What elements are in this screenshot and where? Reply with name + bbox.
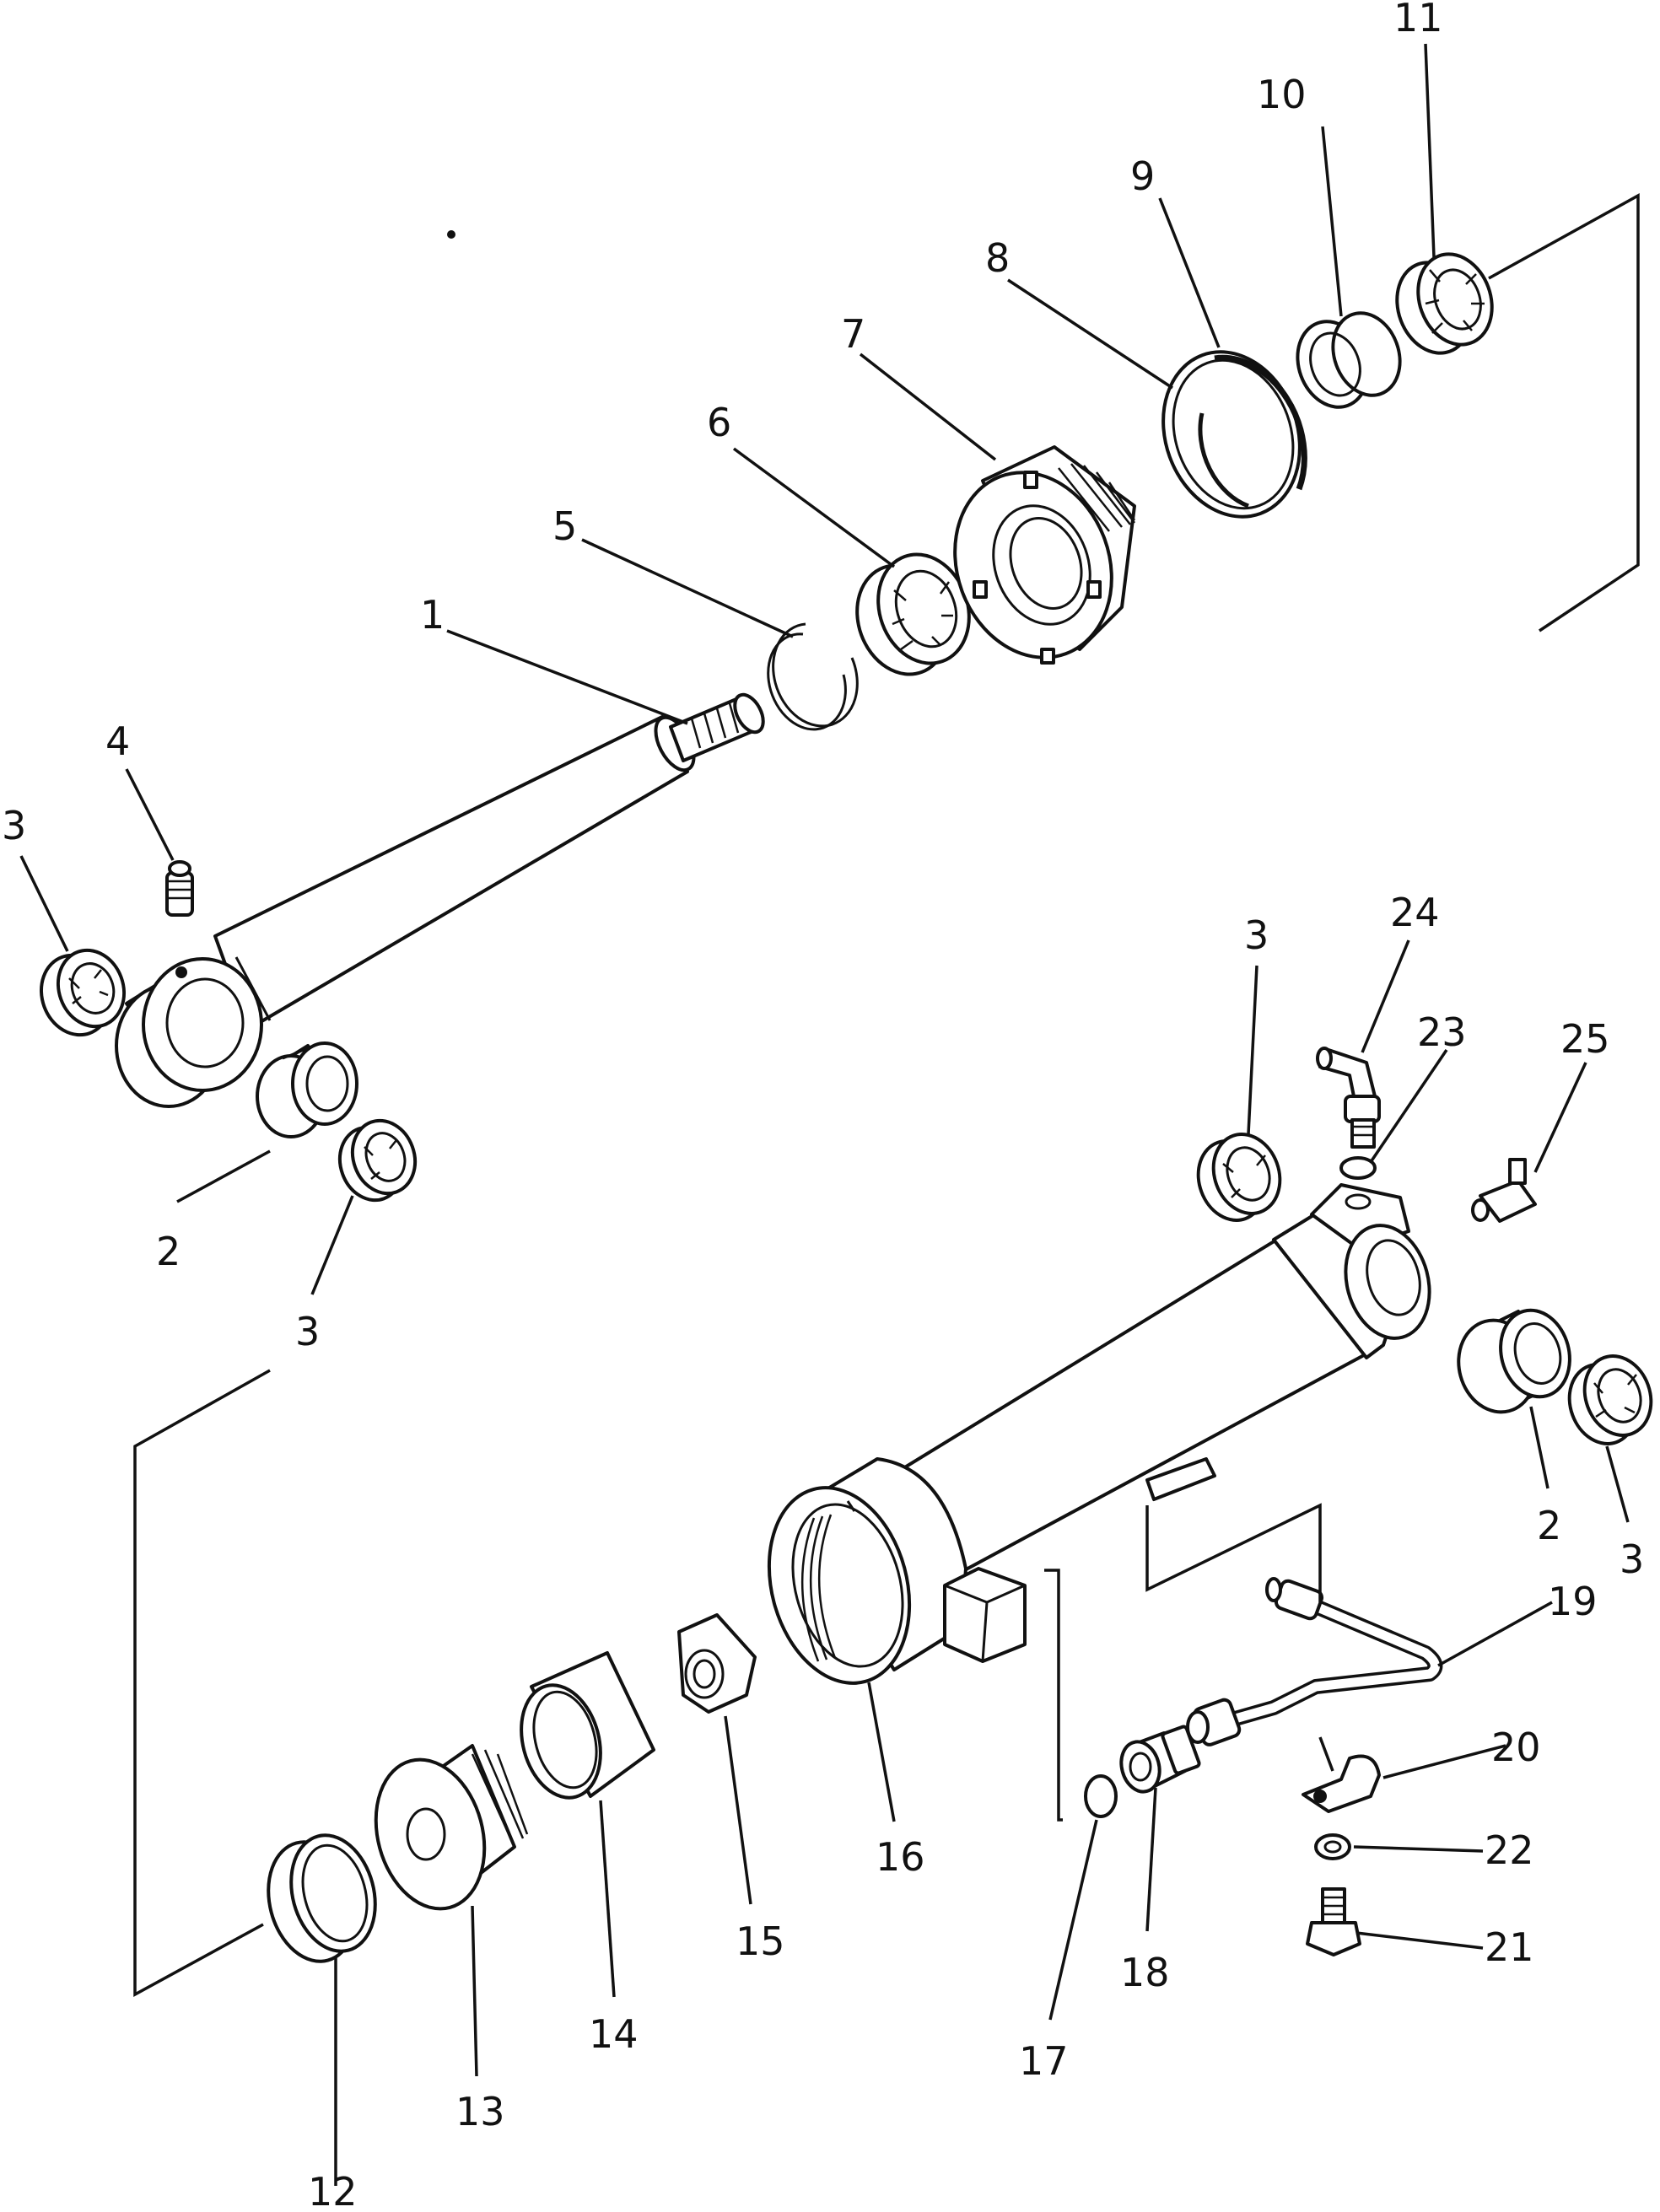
piston-rod — [213, 692, 765, 1031]
dust-seal-upper-left — [39, 948, 127, 1037]
callout-7: 7 — [841, 311, 865, 357]
dust-seal-upper-right — [337, 1118, 418, 1203]
dust-seal-head — [1395, 252, 1494, 355]
dust-seal-tube-top — [1196, 1133, 1282, 1222]
callout-1: 1 — [420, 592, 445, 638]
piston-nut — [677, 1613, 757, 1714]
callout-20: 20 — [1491, 1725, 1541, 1770]
rod-seal — [1296, 311, 1402, 409]
bleeder-fitting — [1471, 1158, 1537, 1223]
callout-17: 17 — [1019, 2038, 1069, 2084]
pipe-clamp — [1302, 1754, 1381, 1813]
callout-3: 3 — [2, 803, 26, 848]
bolt — [1306, 1887, 1361, 1956]
callout-24: 24 — [1390, 890, 1440, 935]
backup-ring — [1161, 350, 1302, 519]
lower-group-bracket — [133, 1369, 271, 1997]
bushing-lower — [1457, 1308, 1571, 1414]
upper-group-bracket — [1488, 193, 1640, 632]
callout-13: 13 — [455, 2089, 505, 2134]
elbow-fitting — [1316, 1047, 1381, 1149]
callout-9: 9 — [1130, 153, 1155, 199]
bushing-upper — [256, 1041, 358, 1138]
callout-8: 8 — [985, 235, 1010, 281]
callout-16: 16 — [876, 1834, 925, 1880]
wear-ring — [520, 1651, 655, 1800]
callout-2: 2 — [156, 1229, 181, 1274]
leader-lines — [19, 43, 1630, 2186]
cylinder-tube — [767, 1183, 1431, 1685]
pipe-group-bracket — [1145, 1503, 1322, 1602]
snap-ring — [767, 622, 859, 731]
callout-14: 14 — [589, 2011, 639, 2057]
callout-12: 12 — [308, 2169, 358, 2208]
dust-seal-tube-right — [1567, 1354, 1653, 1445]
callout-2: 2 — [1537, 1503, 1561, 1548]
callout-10: 10 — [1257, 72, 1307, 117]
callout-19: 19 — [1548, 1579, 1598, 1624]
o-ring — [1198, 354, 1307, 509]
callout-23: 23 — [1417, 1009, 1467, 1055]
cylinder-head — [953, 445, 1136, 665]
callout-3: 3 — [1244, 912, 1269, 958]
lock-washer — [1314, 1833, 1351, 1860]
fitting-bracket — [1044, 1569, 1063, 1822]
hydraulic-pipe — [1186, 1577, 1443, 1746]
grease-nipple — [165, 860, 194, 917]
callout-3: 3 — [295, 1309, 320, 1354]
piston-seal — [267, 1833, 377, 1963]
callout-3: 3 — [1620, 1537, 1644, 1582]
rod-eye — [115, 957, 263, 1108]
callout-4: 4 — [105, 718, 130, 764]
buffer-ring — [855, 552, 971, 676]
callout-25: 25 — [1560, 1016, 1610, 1062]
o-ring-small — [1339, 1156, 1377, 1180]
callout-5: 5 — [552, 503, 577, 549]
callout-22: 22 — [1485, 1827, 1534, 1873]
o-ring-fitting — [1084, 1774, 1118, 1818]
connector-fitting — [1119, 1725, 1201, 1794]
callout-11: 11 — [1393, 0, 1443, 40]
callout-15: 15 — [736, 1919, 785, 1964]
callout-21: 21 — [1485, 1924, 1534, 1970]
piston — [374, 1744, 529, 1911]
callout-18: 18 — [1120, 1950, 1170, 1995]
callout-6: 6 — [707, 400, 731, 445]
